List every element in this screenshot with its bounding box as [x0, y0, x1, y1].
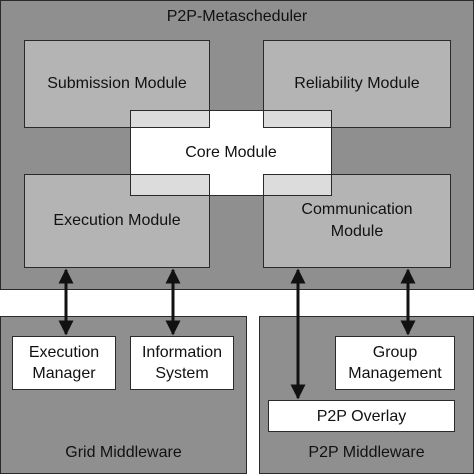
execution-module-label: Execution Module	[53, 212, 181, 229]
core-module-label: Core Module	[185, 144, 277, 161]
overlap-submission-core	[130, 110, 210, 128]
overlap-execution-core	[130, 174, 210, 196]
overlap-communication-core	[263, 174, 332, 196]
information-system-label: Information System	[141, 344, 223, 382]
group-management-box: Group Management	[335, 336, 455, 390]
p2p-middleware-title: P2P Middleware	[308, 444, 425, 461]
group-management-label: Group Management	[348, 344, 442, 382]
overlap-reliability-core	[263, 110, 332, 128]
communication-module-label: Communication Module	[301, 201, 413, 240]
information-system-box: Information System	[130, 336, 234, 390]
p2p-metascheduler-title: P2P-Metascheduler	[166, 8, 308, 25]
execution-manager-box: Execution Manager	[12, 336, 116, 390]
p2p-overlay-label: P2P Overlay	[316, 407, 407, 425]
p2p-overlay-box: P2P Overlay	[268, 400, 455, 432]
submission-module-label: Submission Module	[47, 75, 187, 92]
execution-manager-label: Execution Manager	[28, 344, 100, 382]
reliability-module-label: Reliability Module	[294, 75, 420, 92]
grid-middleware-title: Grid Middleware	[65, 444, 182, 461]
